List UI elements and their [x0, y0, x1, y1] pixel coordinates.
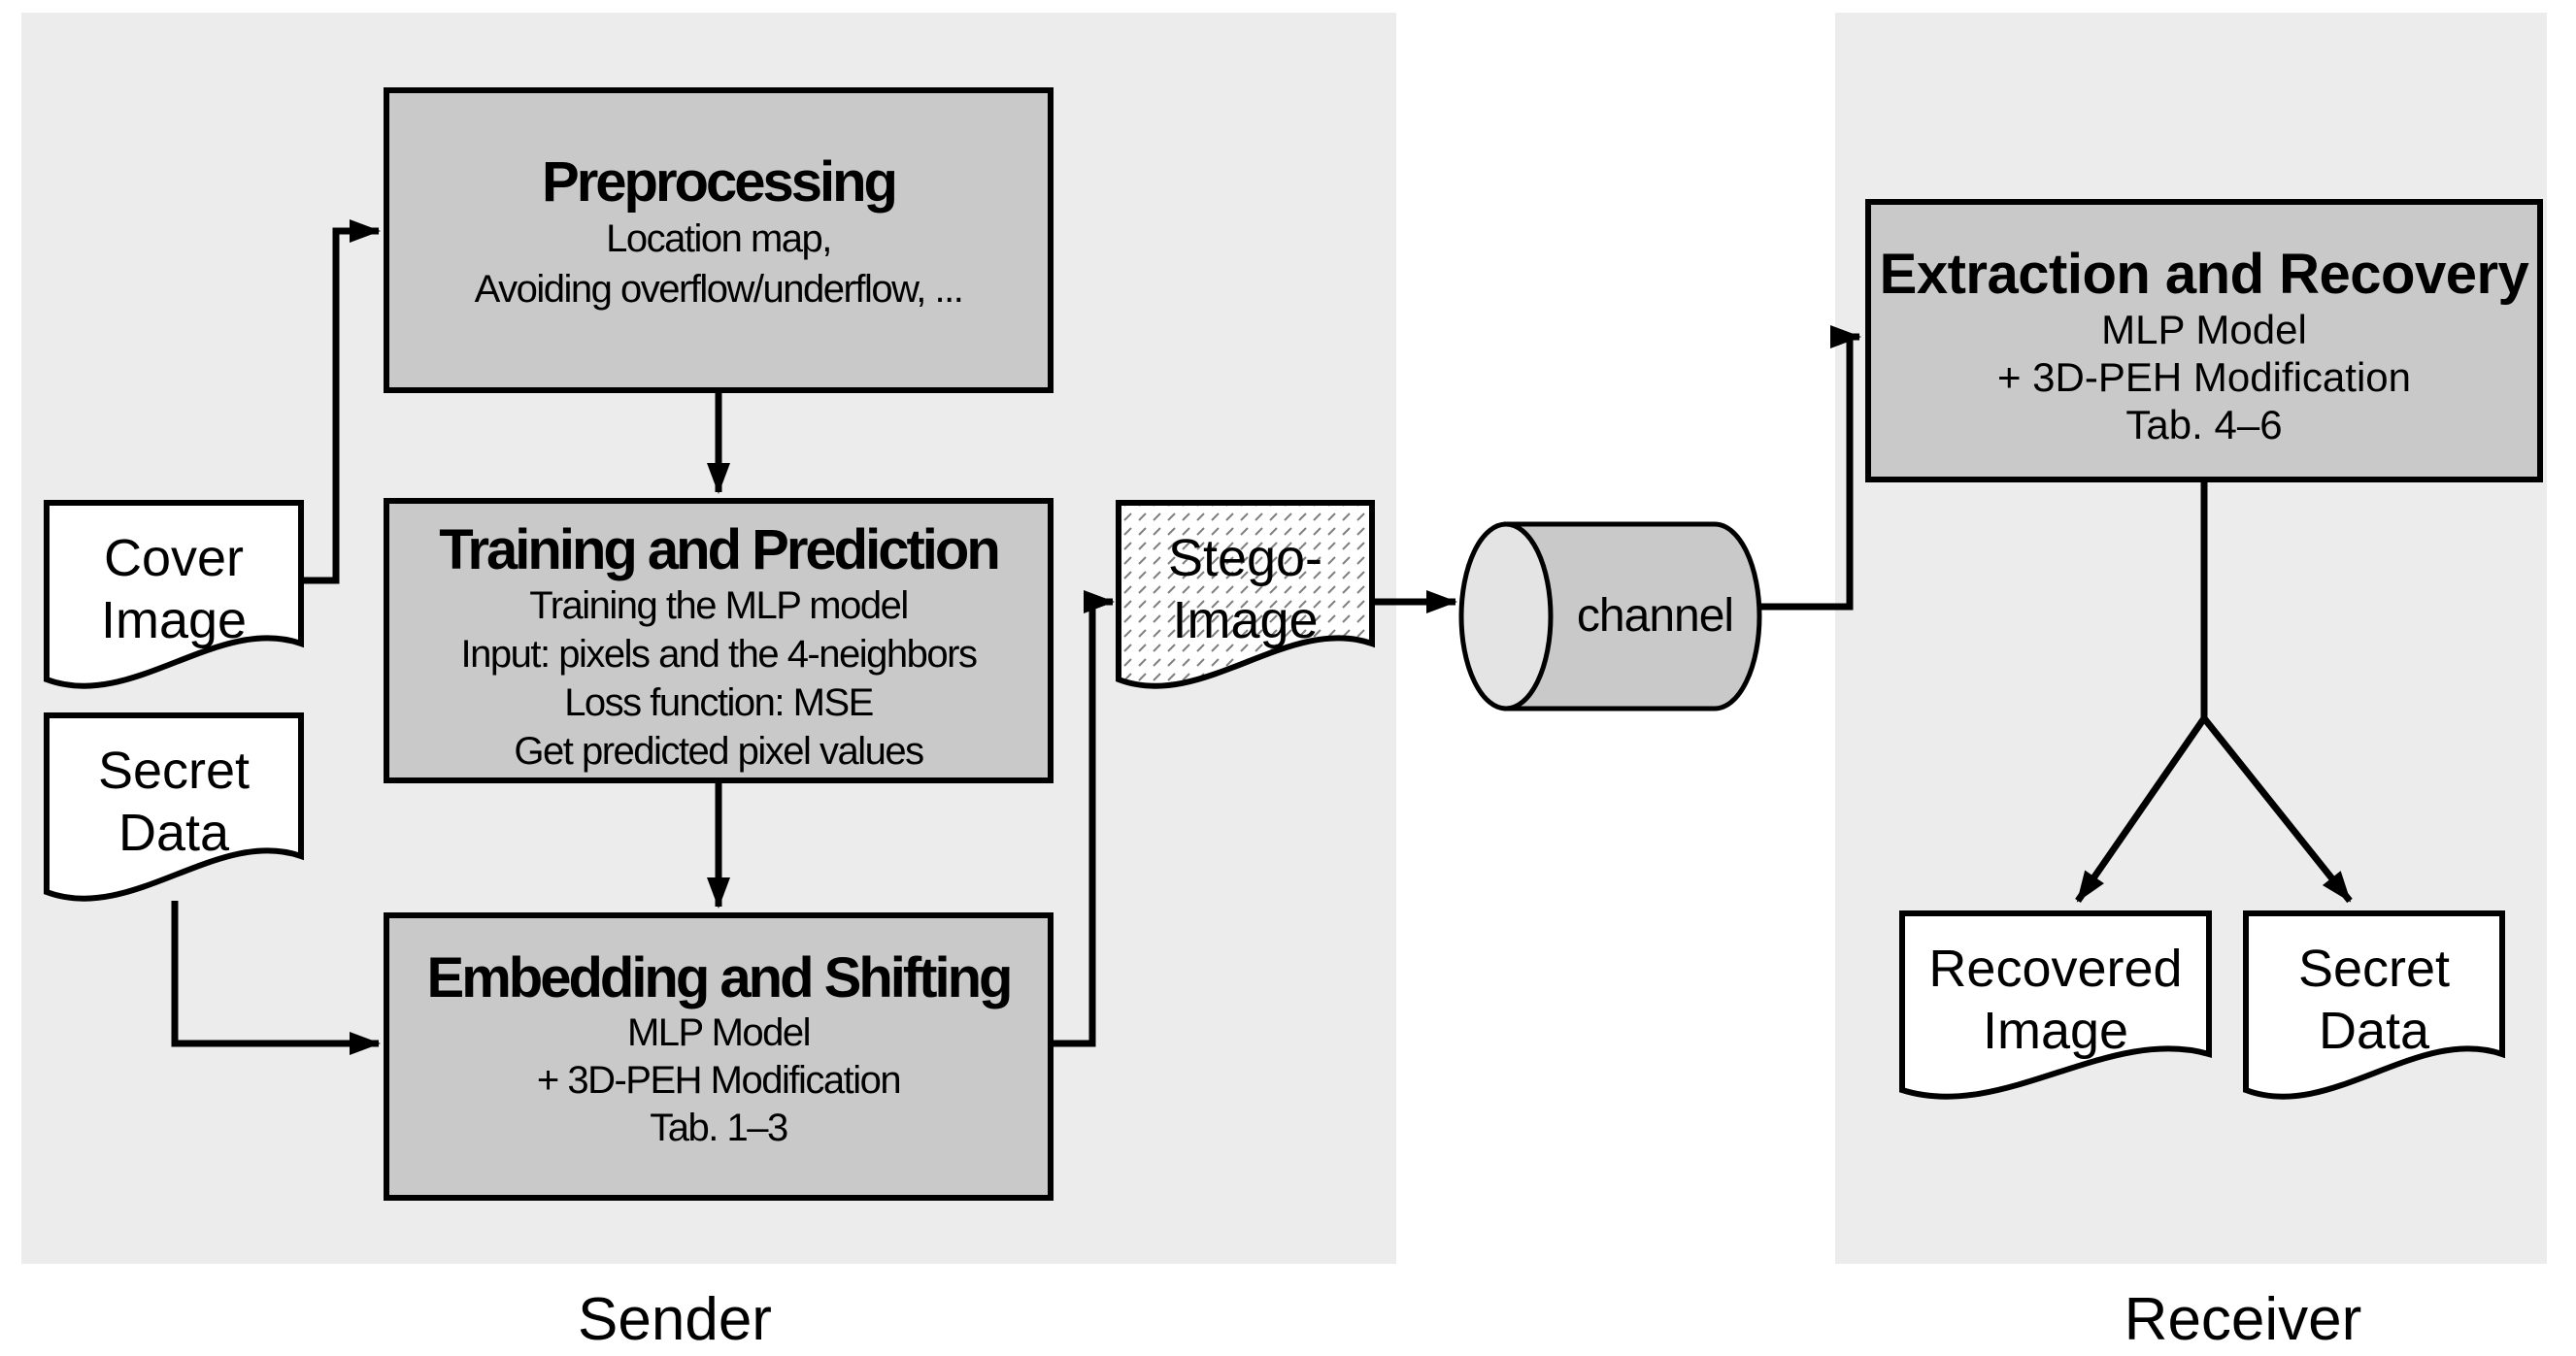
cover-image-line2: Image: [100, 591, 248, 649]
embedding-shifting-box: Embedding and Shifting MLP Model + 3D-PE…: [384, 912, 1054, 1201]
sender-caption: Sender: [578, 1286, 772, 1353]
preprocessing-line: Location map,: [606, 217, 832, 260]
extraction-line: MLP Model: [2101, 307, 2307, 352]
extraction-line: Tab. 4–6: [2125, 402, 2283, 447]
secret-data-receiver-line2: Data: [2318, 1002, 2430, 1060]
training-line: Loss function: MSE: [564, 681, 874, 724]
extraction-title: Extraction and Recovery: [1879, 243, 2529, 306]
training-line: Training the MLP model: [529, 584, 909, 627]
extraction-recovery-box: Extraction and Recovery MLP Model + 3D-P…: [1865, 199, 2543, 482]
recovered-image-line2: Image: [1982, 1002, 2129, 1060]
embedding-line: Tab. 1–3: [650, 1107, 788, 1149]
stego-image-label: Stego-Image: [1119, 527, 1372, 651]
embedding-title: Embedding and Shifting: [426, 946, 1014, 1009]
training-prediction-box: Training and Prediction Training the MLP…: [384, 498, 1054, 783]
training-line: Get predicted pixel values: [514, 730, 924, 773]
secret-data-sender-line1: Secret: [97, 742, 251, 800]
preprocessing-title: Preprocessing: [542, 150, 898, 214]
embedding-line: + 3D-PEH Modification: [536, 1059, 902, 1102]
channel-label: channel: [1576, 590, 1734, 642]
training-line: Input: pixels and the 4-neighbors: [460, 633, 978, 676]
receiver-caption: Receiver: [2124, 1286, 2362, 1353]
training-title: Training and Prediction: [439, 518, 1001, 581]
embedding-line: MLP Model: [626, 1011, 812, 1054]
cover-image-line1: Cover: [103, 529, 245, 587]
extraction-line: + 3D-PEH Modification: [1996, 354, 2411, 400]
secret-data-receiver-line1: Secret: [2297, 940, 2451, 998]
stego-image-line2: Image: [1172, 591, 1319, 649]
recovered-image-line1: Recovered: [1928, 940, 2183, 998]
preprocessing-line: Avoiding overflow/underflow, ...: [474, 268, 964, 311]
secret-data-sender-line2: Data: [117, 804, 230, 862]
stego-image-line1: Stego-: [1167, 529, 1323, 587]
preprocessing-box: Preprocessing Location map, Avoiding ove…: [384, 87, 1054, 393]
channel-cylinder-cap: [1458, 521, 1554, 711]
